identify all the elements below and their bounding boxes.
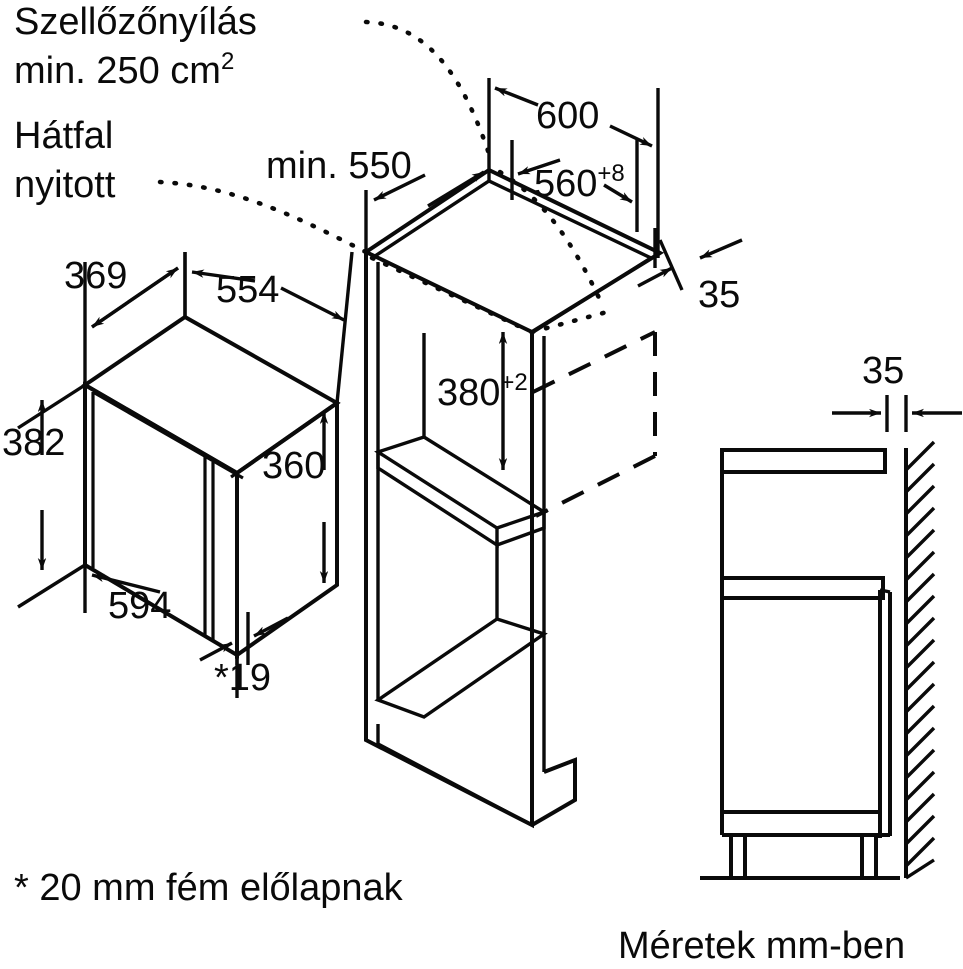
- dim-600-arrow-l: [494, 86, 539, 107]
- back-wall-open-note: Hátfal nyitott: [14, 115, 116, 206]
- niche-top-inner-dotted-right: [529, 309, 610, 335]
- dim-35-arrow-r: [699, 238, 743, 260]
- appliance-side-face: [235, 399, 339, 659]
- cabinet-top-inner: [371, 179, 655, 336]
- dim-19-arrow-l: [199, 641, 233, 662]
- vent-leader-dotted: [363, 19, 494, 163]
- niche-hidden-back-top: [532, 330, 656, 394]
- dim-600-arrow-r: [609, 124, 653, 148]
- side-foot-right: [860, 835, 878, 880]
- dim-label-35-top: 35: [698, 274, 740, 316]
- appliance-top-inner-edge: [92, 390, 244, 480]
- dim-label-560: 560+8: [534, 160, 625, 205]
- dim-19-arrow-r: [253, 616, 289, 638]
- dim-label-594: 594: [108, 585, 171, 627]
- side-top-board: [720, 448, 887, 474]
- side-foot-left: [729, 835, 747, 880]
- vent-note-line1: Szellőzőnyílás: [14, 1, 257, 43]
- dim-35-ext-b: [658, 239, 684, 291]
- dim-554-arrow-r: [280, 286, 345, 322]
- dim-label-369: 369: [64, 255, 127, 297]
- dim-label-19: *19: [214, 657, 271, 699]
- dim-label-550: min. 550: [266, 145, 412, 187]
- dim-369-line2: [91, 266, 179, 329]
- cabinet-shelf-front-edge: [376, 452, 499, 549]
- cabinet-shelf-right-edge: [496, 512, 546, 547]
- cabinet-bottom-right-edge: [543, 758, 576, 774]
- side-middle-shelf: [720, 576, 885, 600]
- backwall-note-line1: Hátfal: [14, 115, 113, 157]
- dim-382-ext-top: [17, 383, 86, 430]
- dim-label-382: 382: [2, 422, 65, 464]
- cabinet-floor-face: [374, 617, 548, 719]
- footnote-metal-front-panel: * 20 mm fém előlapnak: [14, 867, 404, 909]
- cabinet-top-outer: [361, 167, 665, 335]
- dim-550-arrow: [373, 173, 426, 202]
- dim-label-380: 380+2: [437, 369, 528, 414]
- dim-554-arrow-l: [191, 269, 256, 283]
- backwall-leader-dotted: [157, 179, 369, 255]
- dim-label-360: 360: [262, 445, 325, 487]
- side-front-panel-cap-top: [879, 588, 891, 594]
- dim-560-arrow-l: [517, 158, 561, 176]
- dim-382-ext-bot: [17, 563, 86, 609]
- dim-550-arrow2: [427, 170, 485, 208]
- dim-label-554: 554: [216, 269, 279, 311]
- cabinet-plinth: [364, 717, 534, 829]
- wall-hatching: [904, 440, 936, 880]
- appliance-corner-round: [230, 471, 238, 479]
- units-note: Méretek mm-ben: [618, 925, 905, 967]
- dim-label-35-side: 35: [862, 350, 904, 392]
- dim-594-arrow: [91, 573, 161, 594]
- backwall-note-line2: nyitott: [14, 164, 116, 206]
- vent-note-line2: min. 250 cm2: [14, 48, 234, 92]
- vent-opening-note: Szellőzőnyílás min. 250 cm2: [14, 1, 257, 92]
- dim-35-arrow-l: [637, 266, 673, 288]
- niche-hidden-back-bottom: [535, 454, 656, 518]
- dim-554-ext-b: [335, 251, 354, 404]
- dim-560-arrow-r: [603, 183, 633, 204]
- cabinet-plinth-inner: [376, 724, 533, 827]
- dim-label-600: 600: [536, 95, 599, 137]
